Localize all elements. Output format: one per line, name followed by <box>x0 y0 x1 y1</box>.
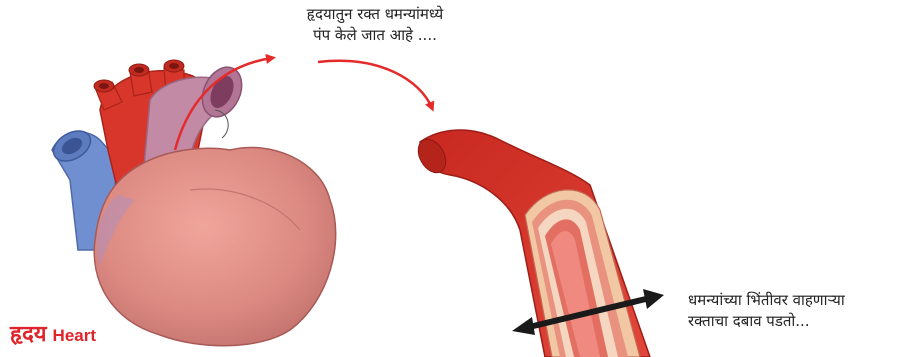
blood-flow-arrow-artery <box>318 61 432 108</box>
right-caption-line2: रक्ताचा दबाव पडतो... <box>688 311 910 332</box>
heart-illustration <box>48 58 336 346</box>
top-caption: हृदयातुन रक्त धमन्यांमध्ये पंप केले जात … <box>250 4 500 46</box>
heart-body <box>94 147 335 345</box>
heart-label-english: Heart <box>53 326 96 345</box>
heart-label-marathi: हृदय <box>10 322 47 347</box>
top-caption-line1: हृदयातुन रक्त धमन्यांमध्ये <box>250 4 500 25</box>
right-caption: धमन्यांच्या भिंतीवर वाहणाऱ्या रक्ताचा दब… <box>688 290 910 332</box>
heart-label: हृदय Heart <box>10 318 96 348</box>
right-caption-line1: धमन्यांच्या भिंतीवर वाहणाऱ्या <box>688 290 910 311</box>
top-caption-line2: पंप केले जात आहे .... <box>250 25 500 46</box>
